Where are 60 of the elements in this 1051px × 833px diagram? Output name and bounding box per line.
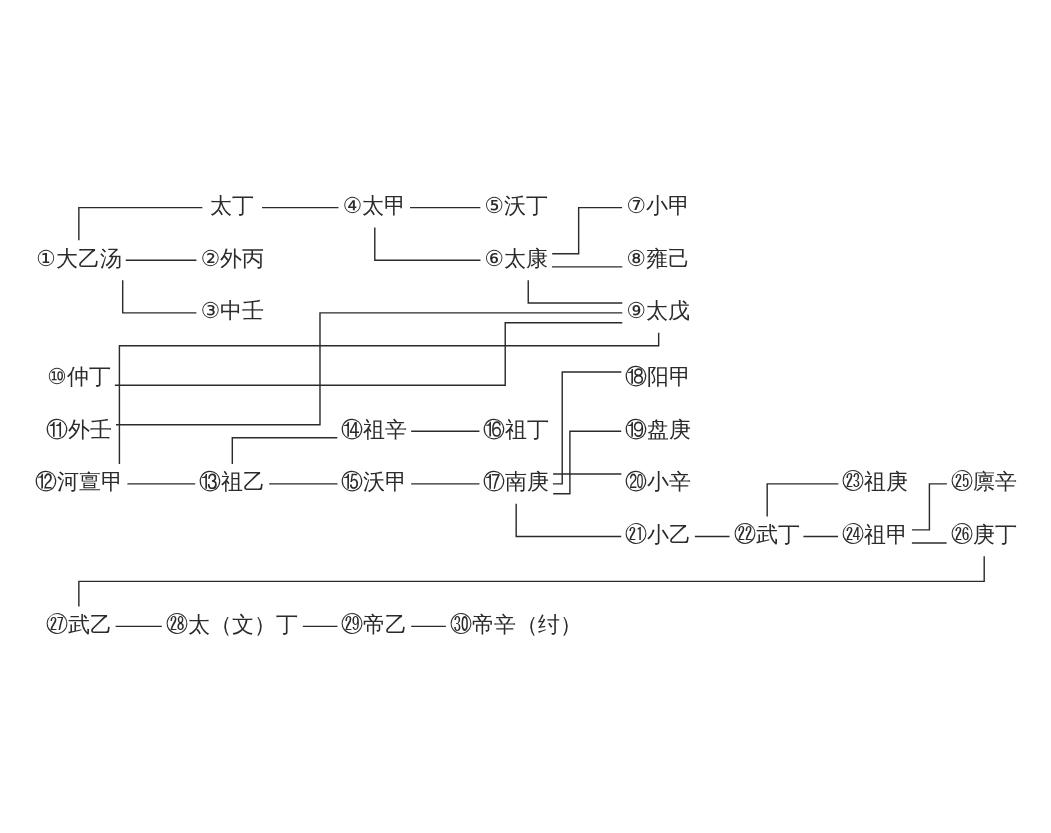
connector xyxy=(302,625,339,627)
connector xyxy=(114,625,163,627)
node-text: ㉑小乙 xyxy=(625,521,692,547)
connector xyxy=(78,555,985,607)
connector xyxy=(911,541,948,544)
node-text: ⑰南庚 xyxy=(483,468,550,494)
connector xyxy=(552,370,623,485)
node-text: ⑱阳甲 xyxy=(625,363,692,389)
connector xyxy=(551,265,624,268)
node-text: ㉘太（文）丁 xyxy=(166,611,299,637)
connector xyxy=(410,482,481,485)
connector xyxy=(231,436,339,465)
connector xyxy=(114,321,623,386)
node-text: ㉙帝乙 xyxy=(341,611,408,637)
connector xyxy=(410,625,447,627)
node-text: ㉔祖甲 xyxy=(842,521,909,547)
node-text: ⑪外壬 xyxy=(45,416,112,442)
node-text: ㉖庚丁 xyxy=(950,521,1017,547)
node-text: ①大乙汤 xyxy=(36,245,122,271)
node-text: 太丁 xyxy=(210,192,255,218)
node-text: ⑦小甲 xyxy=(626,192,690,218)
node-text: ②外丙 xyxy=(200,245,265,271)
node-text: ㉕廪辛 xyxy=(950,468,1017,494)
connector xyxy=(527,278,623,304)
connector xyxy=(374,226,482,261)
node-text: ㉓祖庚 xyxy=(842,468,909,494)
connector xyxy=(911,482,948,531)
connector xyxy=(409,206,482,208)
node-text: ⑮沃甲 xyxy=(341,468,408,494)
connector xyxy=(552,430,622,494)
connector xyxy=(551,206,623,254)
connector xyxy=(515,502,622,537)
node-text: ⑯祖丁 xyxy=(483,416,550,442)
connector xyxy=(410,430,481,432)
node-text: ⑧雍己 xyxy=(626,245,690,271)
node-text: ⑨太戊 xyxy=(626,297,690,323)
node-text: ④太甲 xyxy=(342,192,407,218)
node-text: ㉗武乙 xyxy=(45,611,112,637)
node-text: ㉒武丁 xyxy=(733,521,800,547)
node-text: ⑥太康 xyxy=(484,245,548,271)
connector xyxy=(694,535,731,537)
connector xyxy=(261,206,340,208)
node-text: ⑳小辛 xyxy=(625,468,692,494)
node-text: ③中壬 xyxy=(200,297,265,323)
node-text: ⑤沃丁 xyxy=(484,192,548,218)
connector xyxy=(268,482,339,485)
node-text: ⑲盘庚 xyxy=(625,416,692,442)
node-text: ⑩仲丁 xyxy=(47,363,111,389)
connector xyxy=(552,472,623,475)
connector xyxy=(126,482,196,485)
connector xyxy=(78,206,204,241)
node-text: ⑭祖辛 xyxy=(341,416,408,442)
connector xyxy=(125,259,198,261)
node-text: ⑬祖乙 xyxy=(199,468,266,494)
connector xyxy=(766,482,839,517)
node-text: ⑫河亶甲 xyxy=(34,468,123,494)
node-text: ㉚帝辛（纣） xyxy=(450,611,583,637)
connector xyxy=(115,311,623,425)
connector xyxy=(122,278,198,314)
connector xyxy=(802,535,839,537)
